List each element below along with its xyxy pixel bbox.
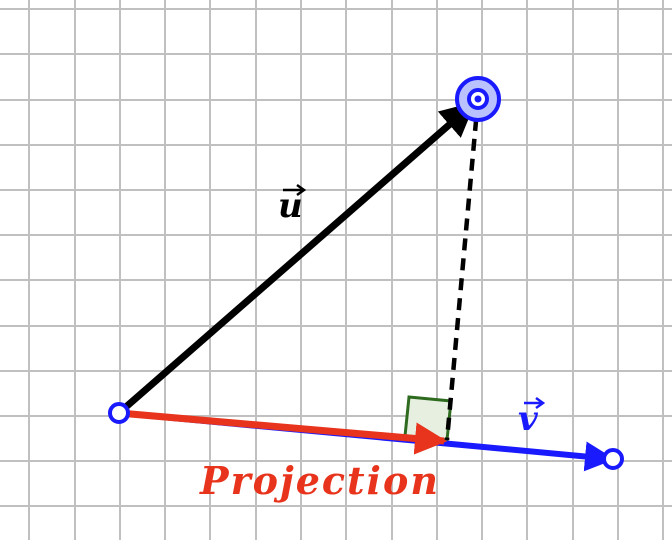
vector-v-label-text: v xyxy=(518,399,539,439)
vector-u-endpoint[interactable] xyxy=(455,76,501,122)
perpendicular-dashed-line xyxy=(444,98,481,441)
vector-v-endpoint[interactable] xyxy=(602,448,624,470)
vector-u-label-text: u xyxy=(278,186,303,226)
vector-v-label: v xyxy=(518,396,546,439)
vector-u-arrow xyxy=(116,101,476,416)
projection-label: Projection xyxy=(199,458,440,503)
vector-u-label: u xyxy=(278,183,307,226)
projection-arrow xyxy=(118,409,448,455)
right-angle-marker xyxy=(403,395,453,442)
origin-point[interactable] xyxy=(108,402,130,424)
